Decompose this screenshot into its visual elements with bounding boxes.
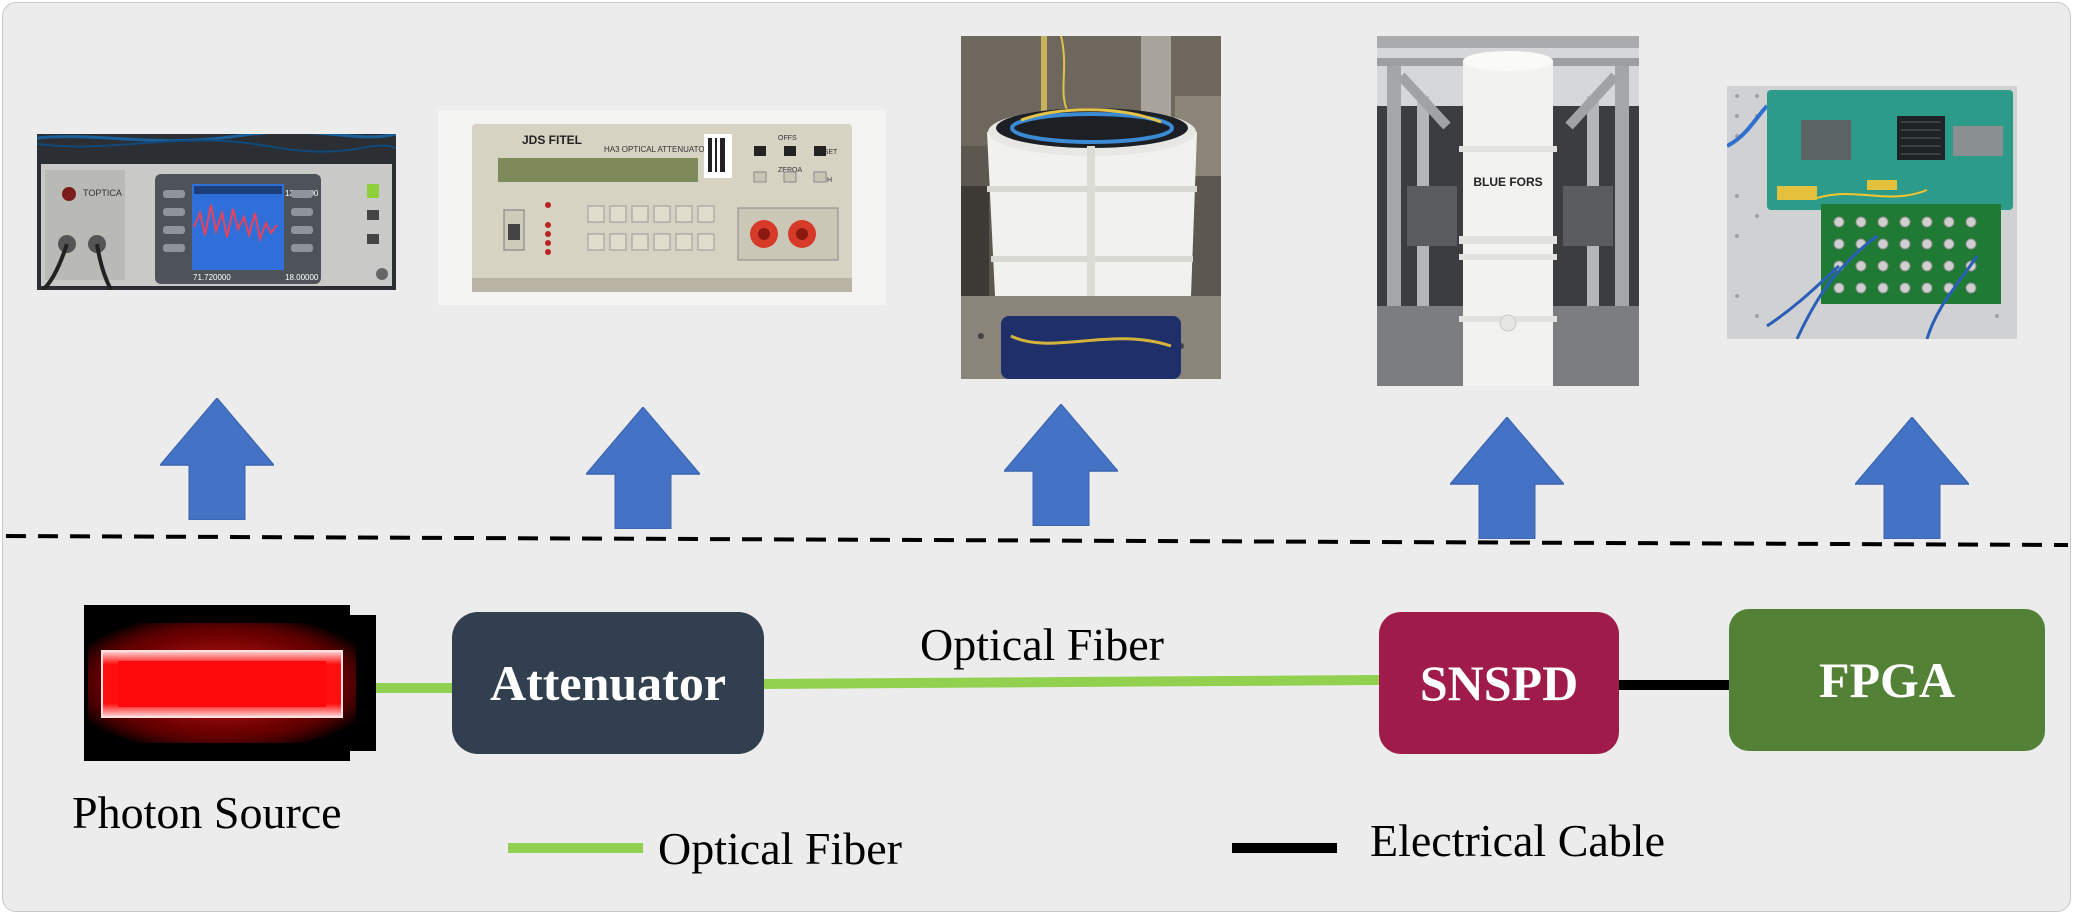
screen-readout-left: 71.720000: [193, 273, 231, 282]
divider-dashed-line: [5, 534, 2069, 547]
snspd-label: SNSPD: [1419, 655, 1579, 711]
arrow-shape: [586, 407, 700, 529]
up-arrow-snspd: [1450, 417, 1564, 539]
fpga-box: FPGA: [1729, 609, 2045, 751]
fpga-label: FPGA: [1818, 652, 1956, 708]
snspd-box: SNSPD: [1379, 612, 1619, 754]
jds-brand-text: JDS FITEL: [522, 133, 582, 147]
up-arrow-fpga: [1855, 417, 1969, 539]
toptica-brand-text: TOPTICA: [83, 188, 122, 198]
photon-source-photo: TOPTICA 133.0000 71.720000 18.00000: [37, 134, 396, 290]
key-label-reset: RESET: [814, 149, 838, 156]
legend-cable-label: Electrical Cable: [1370, 815, 1666, 866]
bluefors-cryostat-photo: BLUE FORS: [1377, 36, 1639, 386]
legend-fiber-label: Optical Fiber: [658, 823, 902, 874]
key-label-zeroa: ZEROA: [778, 167, 802, 174]
arrow-shape: [1004, 404, 1118, 526]
fpga-board-photo: [1727, 86, 2017, 339]
bluefors-brand-text: BLUE FORS: [1473, 175, 1542, 189]
key-label-offs: OFFS: [778, 135, 797, 142]
attenuator-model-text: HA3 OPTICAL ATTENUATOR: [604, 145, 711, 154]
arrow-shape: [1450, 417, 1564, 539]
attenuator-photo: JDS FITEL HA3 OPTICAL ATTENUATOR OFFS RE…: [438, 110, 886, 305]
cryostat-stage-photo: [961, 36, 1221, 379]
photon-source-box: [84, 605, 376, 761]
arrow-shape: [160, 398, 274, 520]
fiber-attenuator-to-snspd: [761, 675, 1380, 689]
photon-source-label: Photon Source: [72, 787, 342, 838]
attenuator-label: Attenuator: [489, 655, 727, 711]
key-label-ch: CH: [822, 177, 832, 184]
attenuator-box: Attenuator: [452, 612, 764, 754]
arrow-shape: [1855, 417, 1969, 539]
up-arrow-attenuator: [586, 407, 700, 529]
fiber-link-label: Optical Fiber: [920, 619, 1164, 670]
up-arrow-photon-source: [160, 398, 274, 520]
screen-readout-right: 18.00000: [285, 273, 319, 282]
up-arrow-cryostat-stage: [1004, 404, 1118, 526]
